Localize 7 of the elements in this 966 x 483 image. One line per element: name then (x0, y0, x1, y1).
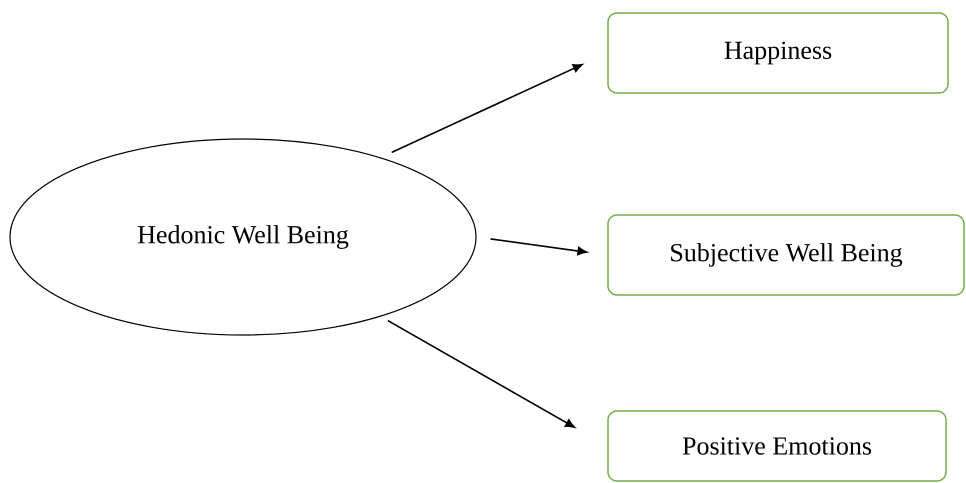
arrow (391, 64, 583, 154)
process-box: Happiness (607, 12, 949, 94)
process-box: Positive Emotions (607, 410, 947, 482)
arrow (490, 238, 588, 256)
arrow (387, 320, 576, 428)
ellipse-node: Hedonic Well Being (9, 138, 477, 336)
process-box: Subjective Well Being (607, 214, 965, 296)
